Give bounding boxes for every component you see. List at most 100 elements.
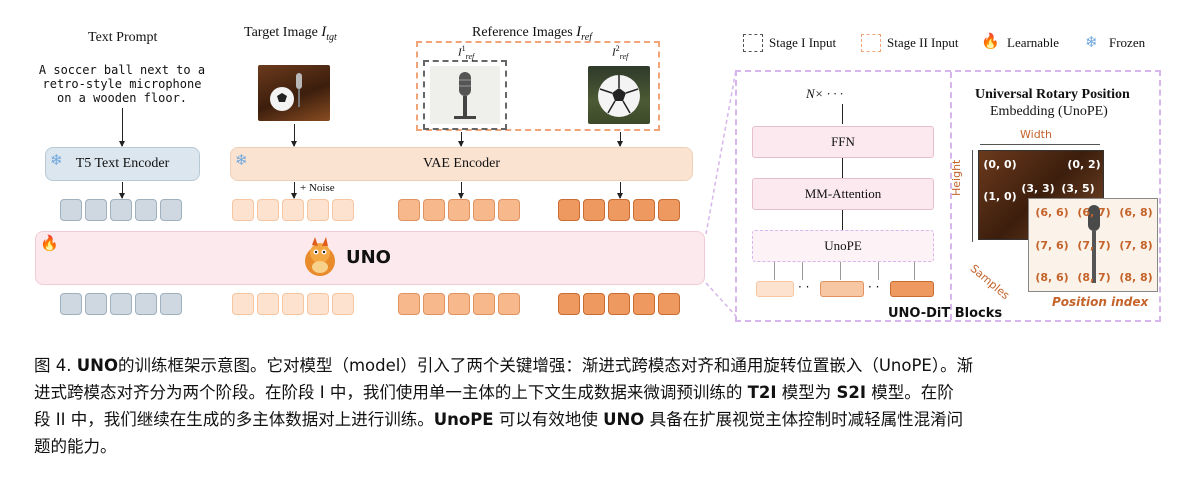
caption-line-1: 图 4. UNO的训练框架示意图。它对模型（model）引入了两个关键增强：渐进… bbox=[34, 352, 1184, 379]
ref2-arrow bbox=[617, 132, 623, 147]
position-cell: (3, 3) bbox=[1021, 182, 1055, 195]
dit-input-arrows bbox=[752, 262, 934, 282]
ref1-sub: ref bbox=[465, 51, 475, 61]
token bbox=[232, 199, 254, 221]
target-sub: tgt bbox=[326, 31, 337, 43]
dit-ellipsis-2: · · bbox=[868, 280, 880, 294]
caption-line-4: 题的能力。 bbox=[34, 433, 1184, 460]
prompt-arrow bbox=[119, 108, 125, 147]
reference-images-heading: Reference Images Iref bbox=[472, 24, 592, 43]
mm-link bbox=[842, 210, 843, 230]
token bbox=[633, 293, 655, 315]
token bbox=[332, 293, 354, 315]
dragon-mascot-icon bbox=[298, 237, 342, 281]
uno-model-band: 🔥 UNO bbox=[35, 231, 705, 285]
t5-token-arrow bbox=[119, 182, 125, 199]
panel-divider bbox=[950, 72, 952, 320]
token bbox=[85, 293, 107, 315]
height-label: Height bbox=[950, 159, 963, 196]
noise-label: + Noise bbox=[300, 182, 335, 194]
ref2-tokens-top bbox=[558, 199, 680, 221]
token bbox=[135, 199, 157, 221]
snowflake-icon: ❄ bbox=[1085, 33, 1098, 51]
ref1-arrow bbox=[458, 132, 464, 147]
token bbox=[257, 293, 279, 315]
token bbox=[398, 293, 420, 315]
figure-caption: 图 4. UNO的训练框架示意图。它对模型（model）引入了两个关键增强：渐进… bbox=[34, 352, 1184, 460]
position-cell: (7, 7) bbox=[1077, 239, 1111, 252]
legend-stage2-swatch bbox=[861, 34, 881, 52]
legend-stage1-swatch bbox=[743, 34, 763, 52]
token bbox=[135, 293, 157, 315]
token bbox=[583, 199, 605, 221]
unope-title-line1: Universal Rotary Position bbox=[975, 87, 1130, 102]
dit-in-arrow-1 bbox=[774, 262, 775, 280]
token bbox=[307, 199, 329, 221]
position-cell: (8, 8) bbox=[1119, 271, 1153, 284]
soccer-ball-art bbox=[598, 75, 640, 117]
caption-line-3: 段 II 中，我们继续在生成的多主体数据对上进行训练。UnoPE 可以有效地使 … bbox=[34, 406, 1184, 433]
token bbox=[473, 199, 495, 221]
token bbox=[658, 199, 680, 221]
ref2-token-arrow bbox=[617, 182, 623, 199]
position-index-label: Position index bbox=[1052, 295, 1149, 309]
dit-token-mid bbox=[820, 281, 864, 297]
ref1-tokens-bottom bbox=[398, 293, 520, 315]
flame-icon: 🔥 bbox=[981, 32, 1000, 50]
stage1-input-box bbox=[423, 60, 507, 130]
caption-t2i-bold: T2I bbox=[747, 383, 777, 402]
position-cell: (1, 0) bbox=[983, 190, 1017, 203]
ref2-tokens-bottom bbox=[558, 293, 680, 315]
flame-icon: 🔥 bbox=[40, 234, 59, 252]
target-image bbox=[258, 65, 330, 121]
token bbox=[257, 199, 279, 221]
snowflake-icon: ❄ bbox=[50, 153, 63, 169]
ref2-label: I2ref bbox=[612, 44, 628, 61]
t5-encoder-label: T5 Text Encoder bbox=[75, 156, 170, 171]
target-arrow bbox=[291, 124, 297, 147]
text-prompt-heading: Text Prompt bbox=[88, 30, 158, 45]
token bbox=[332, 199, 354, 221]
caption-fig-number: 图 4. bbox=[34, 356, 77, 375]
caption-line2-text-e: 模型。在阶 bbox=[866, 383, 954, 402]
token bbox=[160, 199, 182, 221]
token bbox=[60, 199, 82, 221]
caption-line3-text-c: 可以有效地使 bbox=[493, 410, 604, 429]
position-cell: (6, 8) bbox=[1119, 206, 1153, 219]
target-token-arrow bbox=[291, 182, 297, 199]
width-axis bbox=[980, 144, 1100, 145]
text-tokens-top bbox=[60, 199, 182, 221]
repeat-label: N× · · · bbox=[806, 86, 843, 101]
uno-label: UNO bbox=[346, 247, 391, 268]
dit-in-arrow-5 bbox=[914, 262, 915, 280]
target-image-heading: Target Image Itgt bbox=[244, 24, 337, 43]
ref1-base: I bbox=[458, 46, 462, 59]
unope-title-line2: Embedding (UnoPE) bbox=[990, 104, 1108, 119]
position-cell: (7, 6) bbox=[1035, 239, 1069, 252]
legend-stage1-label: Stage I Input bbox=[769, 35, 837, 50]
position-cell: (8, 6) bbox=[1035, 271, 1069, 284]
target-image-heading-text: Target Image bbox=[244, 25, 318, 40]
uno-dit-blocks-title: UNO-DiT Blocks bbox=[888, 306, 1003, 321]
t5-text-encoder: ❄ T5 Text Encoder bbox=[45, 147, 200, 181]
target-image-art bbox=[270, 73, 302, 111]
ref2-base: I bbox=[612, 46, 616, 59]
dit-in-arrow-2 bbox=[802, 262, 803, 280]
ref1-sup: 1 bbox=[461, 44, 466, 53]
caption-uno-bold: UNO bbox=[76, 356, 118, 375]
caption-s2i-bold: S2I bbox=[836, 383, 866, 402]
token bbox=[110, 199, 132, 221]
caption-line1-text: 的训练框架示意图。它对模型（model）引入了两个关键增强：渐进式跨模态对齐和通… bbox=[117, 356, 974, 375]
ref2-sup: 2 bbox=[615, 44, 620, 53]
zoom-connector bbox=[705, 69, 737, 317]
token bbox=[448, 293, 470, 315]
token bbox=[608, 199, 630, 221]
token bbox=[85, 199, 107, 221]
position-cell: (0, 0) bbox=[983, 158, 1017, 171]
token bbox=[60, 293, 82, 315]
token bbox=[232, 293, 254, 315]
target-tokens-bottom bbox=[232, 293, 354, 315]
reference-image-2 bbox=[588, 66, 650, 124]
legend-stage2-label: Stage II Input bbox=[887, 35, 959, 50]
legend-learnable-label: Learnable bbox=[1007, 35, 1059, 50]
